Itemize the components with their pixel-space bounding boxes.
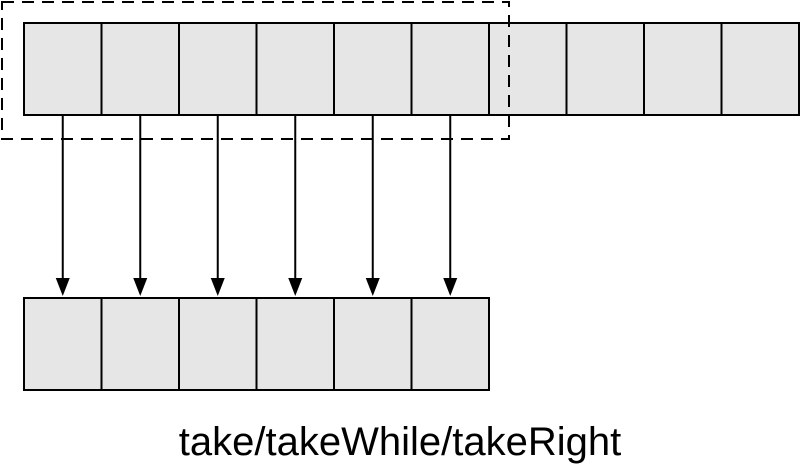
arrow-head (210, 278, 225, 296)
source-array (23, 22, 800, 116)
source-cell (720, 22, 800, 116)
source-cell (333, 22, 413, 116)
source-cell (178, 22, 258, 116)
result-cell (178, 297, 258, 391)
result-cell (410, 297, 490, 391)
arrow-head (443, 278, 458, 296)
result-cell (100, 297, 180, 391)
diagram-caption: take/takeWhile/takeRight (178, 420, 622, 464)
arrow-head (55, 278, 70, 296)
result-cell (255, 297, 335, 391)
result-cell (333, 297, 413, 391)
source-cell (488, 22, 568, 116)
source-cell (643, 22, 723, 116)
source-cell (23, 22, 103, 116)
arrow-group (55, 115, 458, 296)
result-array (23, 297, 490, 391)
source-cell (410, 22, 490, 116)
arrow-head (133, 278, 148, 296)
source-cell (100, 22, 180, 116)
result-cell (23, 297, 103, 391)
source-cell (565, 22, 645, 116)
source-cell (255, 22, 335, 116)
arrow-head (288, 278, 303, 296)
arrow-head (365, 278, 380, 296)
